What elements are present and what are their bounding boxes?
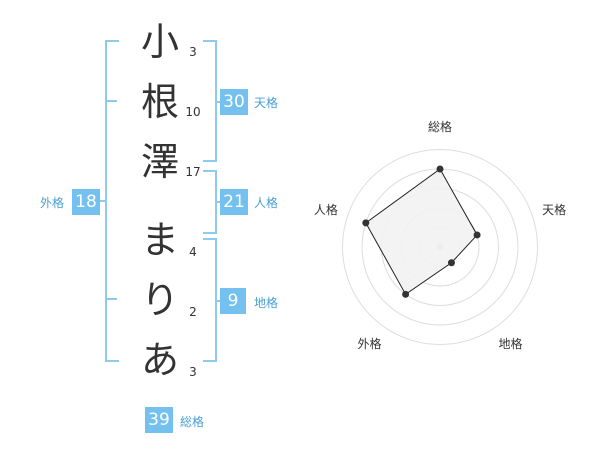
name-char-5: り — [140, 278, 179, 322]
radar-axis-label: 総格 — [428, 119, 452, 134]
stroke-count-1: 3 — [189, 45, 197, 59]
gaikaku-tick — [105, 100, 117, 102]
gaikaku-value: 18 — [72, 189, 100, 215]
name-char-4: ま — [140, 218, 179, 262]
jinkaku-value: 21 — [220, 189, 248, 215]
name-char-6: あ — [140, 338, 179, 382]
name-char-3: 澤 — [140, 140, 179, 184]
radar-point-4 — [402, 290, 410, 298]
stroke-count-6: 3 — [189, 365, 197, 379]
tenkaku-value: 30 — [220, 89, 248, 115]
jinkaku-label: 人格 — [254, 196, 279, 210]
radar-axis-label: 天格 — [542, 202, 566, 217]
chikaku-value: 9 — [220, 288, 246, 314]
gaikaku-bracket — [105, 40, 119, 362]
chikaku-connector — [215, 300, 220, 302]
radar-axis-label: 地格 — [498, 336, 522, 351]
stroke-count-3: 17 — [185, 165, 201, 179]
tenkaku-connector — [215, 101, 220, 103]
chikaku-label: 地格 — [254, 296, 279, 310]
radar-point-2 — [473, 231, 481, 239]
radar-point-3 — [447, 259, 455, 267]
radar-point-5 — [362, 219, 370, 227]
name-char-1: 小 — [140, 20, 179, 64]
radar-axis-label: 人格 — [314, 202, 338, 217]
radar-axis-label: 外格 — [357, 336, 381, 351]
radar-series-area — [365, 168, 478, 296]
soukaku-value: 39 — [145, 407, 173, 433]
stroke-count-5: 2 — [189, 305, 197, 319]
gaikaku-tick — [105, 298, 117, 300]
jinkaku-connector — [215, 201, 220, 203]
tenkaku-label: 天格 — [254, 96, 279, 110]
radar-ring — [342, 149, 538, 345]
gaikaku-label: 外格 — [40, 196, 65, 210]
stroke-count-2: 10 — [185, 105, 201, 119]
soukaku-label: 総格 — [180, 415, 205, 429]
name-char-2: 根 — [140, 80, 179, 124]
stroke-count-4: 4 — [189, 245, 197, 259]
radar-point-1 — [436, 165, 444, 173]
